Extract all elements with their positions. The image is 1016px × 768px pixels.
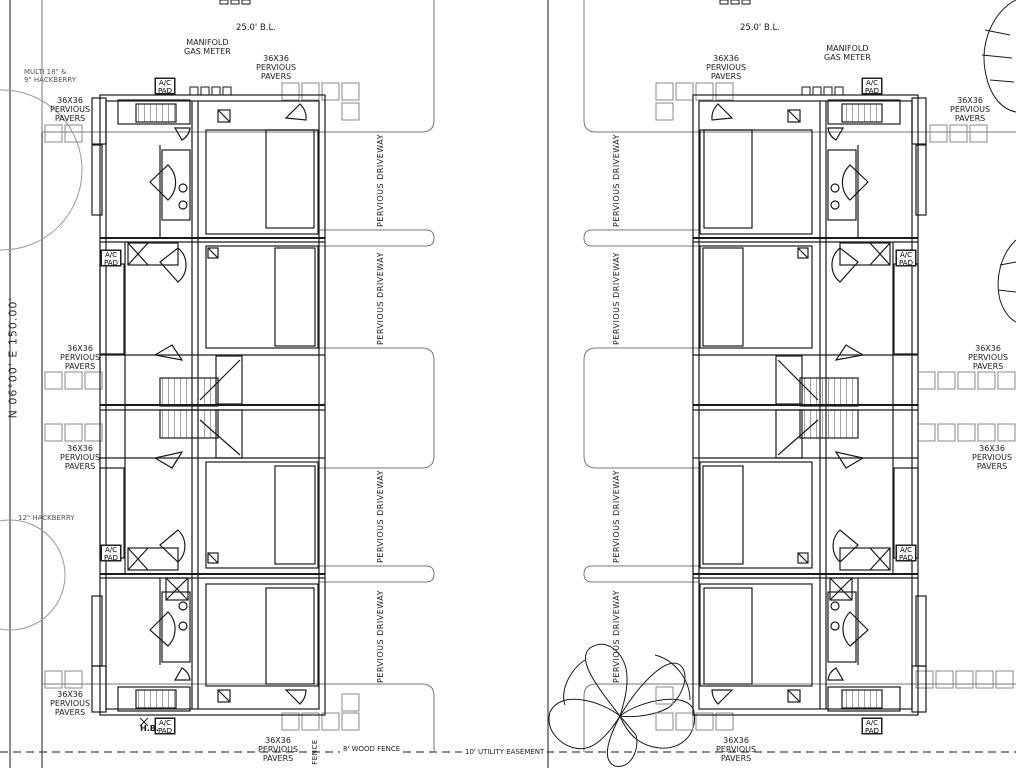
pavers-label: 36X36 PERVIOUS PAVERS	[60, 444, 101, 472]
ac-pad-label: A/C PAD	[101, 545, 121, 562]
pavers-label: 36X36 PERVIOUS PAVERS	[256, 54, 297, 82]
driveway-label: PERVIOUS DRIVEWAY	[375, 470, 385, 563]
ac-pad-label: A/C PAD	[896, 545, 916, 562]
pavers-label: 36X36 PERVIOUS PAVERS	[50, 96, 91, 124]
driveway-label: PERVIOUS DRIVEWAY	[611, 134, 621, 227]
hose-bib-icon	[139, 717, 149, 727]
building-line-label-left: 25.0' B.L.	[236, 23, 276, 33]
driveway-label: PERVIOUS DRIVEWAY	[375, 590, 385, 683]
pavers-label: 36X36 PERVIOUS PAVERS	[258, 736, 299, 764]
pavers-label: 36X36 PERVIOUS PAVERS	[60, 344, 101, 372]
driveway-label: PERVIOUS DRIVEWAY	[375, 134, 385, 227]
pavers-label: 36X36 PERVIOUS PAVERS	[50, 690, 91, 718]
ac-pad-label: A/C PAD	[155, 78, 175, 95]
tree-label-multi-hackberry: MULTI 18" & 9" HACKBERRY	[24, 68, 77, 85]
manifold-gas-meter-label-right: MANIFOLD GAS METER	[824, 44, 871, 63]
ac-pad-label: A/C PAD	[155, 718, 175, 735]
wood-fence-label: 8' WOOD FENCE	[340, 745, 404, 753]
tree-multi-hackberry	[0, 89, 83, 251]
manifold-gas-meter-label-left: MANIFOLD GAS METER	[184, 38, 231, 57]
tree-right-edge	[981, 0, 1016, 323]
ac-pad-label: A/C PAD	[862, 78, 882, 95]
fence-label: FENCE	[310, 739, 319, 765]
building-line-left	[41, 0, 435, 752]
driveway-label: PERVIOUS DRIVEWAY	[375, 252, 385, 345]
pavers-label: 36X36 PERVIOUS PAVERS	[950, 96, 991, 124]
driveway-separators-left	[318, 229, 435, 583]
hose-bib-label: H.B.	[140, 724, 159, 733]
building-right	[692, 94, 927, 716]
building-line-label-right: 25.0' B.L.	[740, 23, 780, 33]
driveway-label: PERVIOUS DRIVEWAY	[611, 590, 621, 683]
building-left	[91, 94, 326, 716]
ac-pad-label: A/C PAD	[896, 250, 916, 267]
driveway-label: PERVIOUS DRIVEWAY	[611, 252, 621, 345]
ac-pad-label: A/C PAD	[101, 250, 121, 267]
tree-label-12-hackberry: 12" HACKBERRY	[18, 514, 75, 522]
pavers-label: 36X36 PERVIOUS PAVERS	[972, 444, 1013, 472]
property-lines	[9, 0, 549, 768]
pavers-label: 36X36 PERVIOUS PAVERS	[968, 344, 1009, 372]
gas-meters	[189, 0, 844, 96]
pavers	[44, 82, 1016, 731]
ac-pad-label: A/C PAD	[862, 718, 882, 735]
driveway-separators-right	[583, 229, 700, 583]
utility-easement-label: 10' UTILITY EASEMENT	[462, 748, 548, 756]
tree-bottom-center	[548, 643, 696, 767]
property-bearing-label: N 06°00' E 150.00'	[6, 296, 20, 419]
driveway-label: PERVIOUS DRIVEWAY	[611, 470, 621, 563]
pavers-label: 36X36 PERVIOUS PAVERS	[706, 54, 747, 82]
pavers-label: 36X36 PERVIOUS PAVERS	[716, 736, 757, 764]
tree-12-hackberry	[0, 519, 66, 631]
